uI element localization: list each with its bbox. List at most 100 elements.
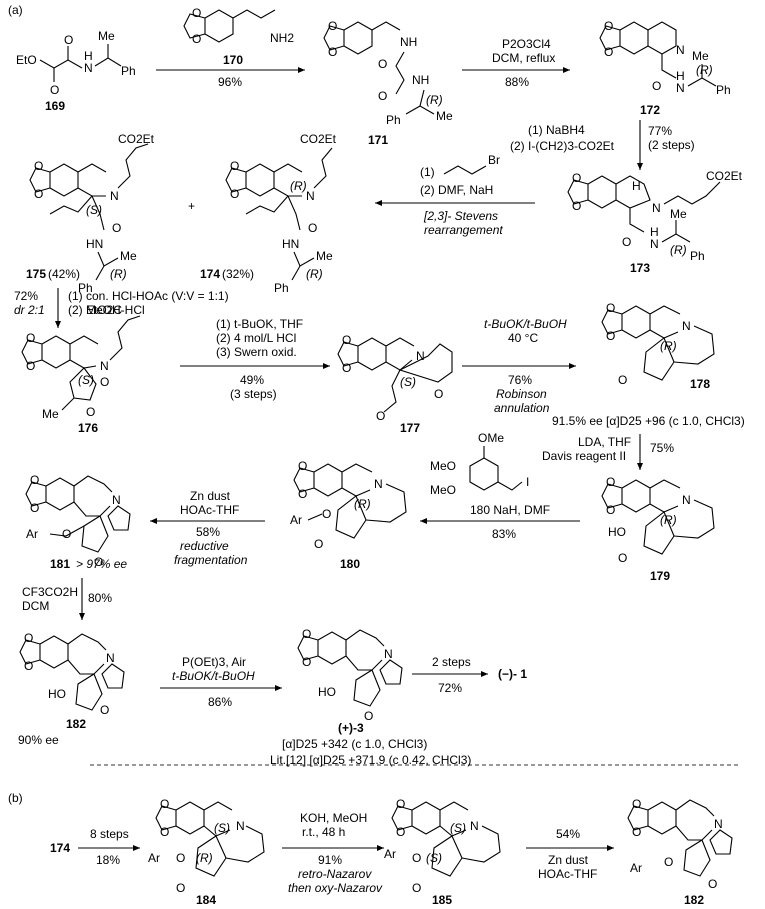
stereo-descriptor: (S) <box>214 821 230 835</box>
reaction-step-9: 180 NaH, DMF 83% <box>420 503 580 541</box>
step-8-reagent-2: Davis reagent II <box>542 449 626 463</box>
atom-label: CO2Et <box>118 132 155 146</box>
atom-label: O <box>606 475 615 489</box>
allyl-bromide-fragment <box>443 165 487 175</box>
reaction-step-5: 72% dr 2:1 (1) con. HCl-HOAc (V:V = 1:1)… <box>14 288 229 328</box>
atom-label: O <box>230 187 239 201</box>
atom-label: Ph <box>386 113 401 127</box>
atom-label: O <box>230 159 239 173</box>
stereo-descriptor: (R) <box>670 243 687 257</box>
atom-label: H <box>84 49 93 63</box>
atom-label: N <box>470 819 479 833</box>
atom-label: O <box>24 659 33 673</box>
atom-label: EtO <box>16 53 37 67</box>
atom-label: H <box>632 179 641 193</box>
atom-label: O <box>632 797 641 811</box>
atom-label: O <box>378 89 387 103</box>
atom-label: N <box>676 81 685 95</box>
step-11-reagent-1: CF3CO2H <box>22 585 78 599</box>
atom-label: O <box>160 825 169 839</box>
stereo-descriptor: (S) <box>78 373 94 387</box>
atom-label: O <box>34 159 43 173</box>
atom-label: O <box>34 187 43 201</box>
step-16-reagent-1: Zn dust <box>548 853 589 867</box>
atom-label: EtO2C <box>86 303 122 317</box>
atom-label: O <box>622 235 631 249</box>
step-6-reagent-2: (2) 4 mol/L HCl <box>216 331 296 345</box>
structure-171: O O NH O O NH (R) Ph Me 171 <box>323 19 453 147</box>
step-3-reagent-2: (2) I-(CH2)3-CO2Et <box>510 139 615 153</box>
benzodioxole-fragment: O O NH2 <box>183 6 294 46</box>
atom-label: O <box>572 199 581 213</box>
compound-label-174: 174 <box>200 267 220 281</box>
atom-label: Ph <box>716 83 731 97</box>
atom-label: O <box>604 45 613 59</box>
atom-label: HN <box>282 237 299 251</box>
step-3-steps: (2 steps) <box>648 138 695 152</box>
reaction-step-4: Br (1) (2) DMF, NaH [2,3]- Stevens rearr… <box>375 153 535 237</box>
reaction-step-3: 77% (2 steps) (1) NaBH4 (2) I-(CH2)3-CO2… <box>510 120 695 170</box>
atom-label: HO <box>318 685 336 699</box>
step-16-yield: 54% <box>556 827 580 841</box>
atom-label: O <box>652 79 661 93</box>
atom-label: N <box>714 817 723 831</box>
compound-label-183: 182 <box>66 717 86 731</box>
atom-label: N <box>112 493 121 507</box>
step-12-yield: 86% <box>208 695 232 709</box>
stereo-descriptor: (R) <box>696 63 713 77</box>
atom-label: NH <box>412 73 429 87</box>
atom-label: Me <box>98 29 115 43</box>
compound-note-178: 91.5% ee [α]D25 +96 (c 1.0, CHCl3) <box>552 414 745 428</box>
stereo-descriptor: (R) <box>196 851 213 865</box>
atom-label: N <box>650 237 659 251</box>
atom-label: O <box>298 459 307 473</box>
step-7-yield: 76% <box>508 373 532 387</box>
reaction-step-14: 8 steps 18% <box>78 827 140 867</box>
step-9-yield: 83% <box>492 527 516 541</box>
compound-label-172: 172 <box>640 103 660 117</box>
step-4-name-2: rearrangement <box>424 223 503 237</box>
atom-label: MeO <box>430 459 456 473</box>
reaction-step-15: KOH, MeOH r.t., 48 h 91% retro-Nazarov t… <box>282 811 384 895</box>
structure-182-b: O O N O Ar O 182 <box>627 797 733 907</box>
atom-label: O <box>30 501 39 515</box>
atom-label: N <box>374 477 383 491</box>
step-10-name-1: reductive <box>180 539 229 553</box>
atom-label: MeO <box>430 483 456 497</box>
step-1-reagent: 170 <box>223 53 243 67</box>
atom-label: Ar <box>26 527 38 541</box>
step-2-conditions: DCM, reflux <box>492 51 555 65</box>
structure-184: O O N (S) (R) O Ar O 184 <box>148 797 265 907</box>
structure-169: EtO O O H N Me Ph 169 <box>16 29 136 113</box>
atom-label: HO <box>608 525 626 539</box>
structure-178: O O N (R) O 178 91.5% ee [α]D25 +96 (c 1… <box>552 301 745 428</box>
compound-label-182: 181 <box>50 557 70 571</box>
reaction-step-12: P(OEt)3, Air t-BuOK/t-BuOH 86% <box>160 655 282 709</box>
step-12-reagent-1: P(OEt)3, Air <box>182 655 246 669</box>
atom-label: O <box>632 825 641 839</box>
atom-label: N <box>306 189 315 203</box>
reaction-step-10: Zn dust HOAc-THF 58% reductive fragmenta… <box>150 489 265 567</box>
reaction-step-16: 54% Zn dust HOAc-THF <box>526 827 614 881</box>
compound-label-185: 185 <box>432 893 452 907</box>
atom-label: N <box>106 651 115 665</box>
atom-label: O <box>26 331 35 345</box>
atom-label: N <box>416 349 425 363</box>
step-3-yield: 77% <box>648 124 672 138</box>
step-16-reagent-2: HOAc-THF <box>538 867 597 881</box>
atom-label: Me <box>42 407 59 421</box>
atom-label: O <box>100 703 109 717</box>
step-4-reagent-2: (2) DMF, NaH <box>420 183 493 197</box>
atom-label: O <box>302 655 311 669</box>
compound-note-182: > 97% ee <box>76 557 127 571</box>
atom-label: O <box>376 409 385 423</box>
atom-label: O <box>26 359 35 373</box>
panel-label-b: (b) <box>8 791 23 805</box>
atom-label: O <box>322 507 331 521</box>
atom-label: Ph <box>78 281 93 295</box>
step-11-yield: 80% <box>88 591 112 605</box>
atom-label: O <box>328 19 337 33</box>
structure-179: O O N (R) HO O 179 <box>601 475 715 583</box>
atom-label: O <box>302 627 311 641</box>
step-10-reagent-2: HOAc-THF <box>180 503 239 517</box>
